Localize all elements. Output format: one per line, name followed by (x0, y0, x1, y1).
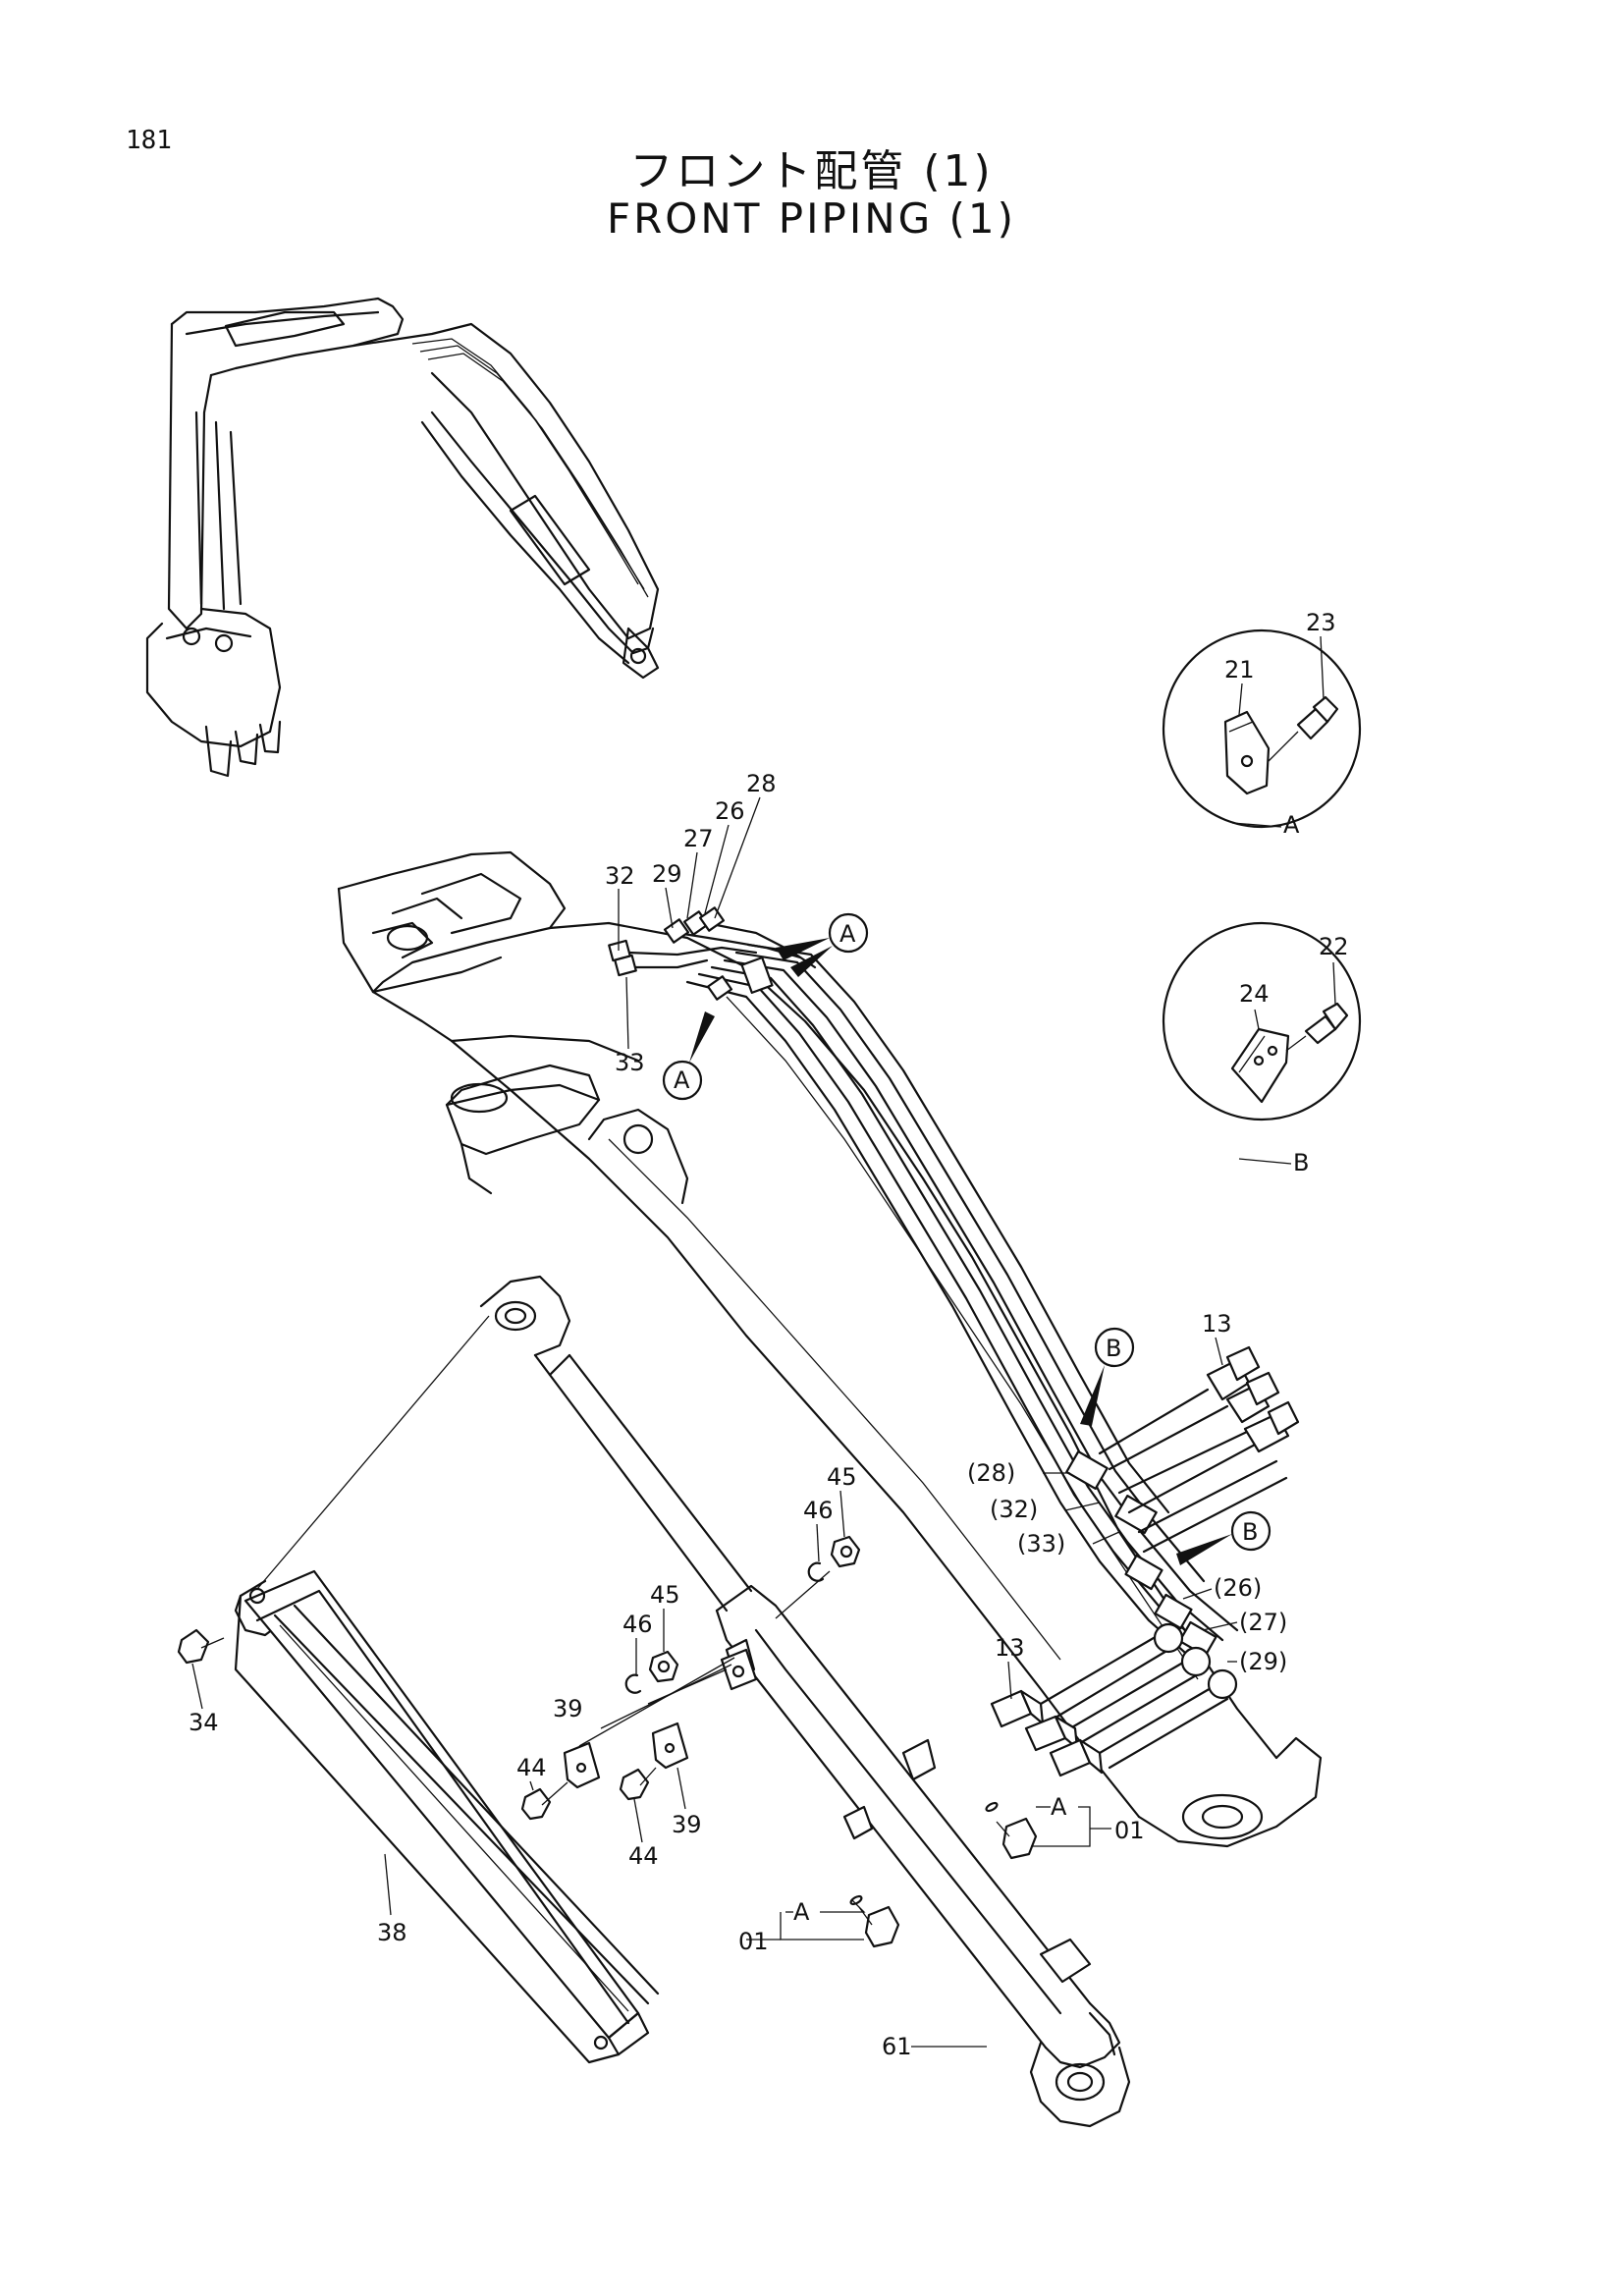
ref-label-26: (26) (1214, 1574, 1262, 1602)
part-label-45-upper: 45 (827, 1463, 857, 1491)
part-label-38: 38 (377, 1919, 407, 1946)
part-label-44-left: 44 (516, 1754, 547, 1781)
detail-view-A: 21 23 A (1162, 609, 1362, 839)
bolt-part-34 (177, 1628, 210, 1665)
clamp-part-39-left (563, 1741, 601, 1789)
part-label-26: 26 (715, 797, 745, 825)
part-label-23: 23 (1306, 609, 1336, 636)
ref-label-28: (28) (967, 1459, 1015, 1487)
part-label-34: 34 (189, 1709, 219, 1736)
fitting-ref-a-lower: A (793, 1898, 810, 1926)
detail-view-circle-a (1162, 629, 1362, 829)
page-title-english: FRONT PIPING (1) (606, 194, 1017, 243)
main-boom (337, 850, 1323, 1848)
part-label-39-right: 39 (672, 1811, 702, 1838)
guard-38 (177, 1315, 660, 2064)
hoses-13-upper (1098, 1345, 1300, 1554)
view-markers: A A B B (662, 912, 1271, 1565)
view-marker-b-lower: B (1242, 1518, 1258, 1546)
clamp-part-21 (1223, 710, 1271, 795)
overview-excavator-front (145, 297, 660, 778)
part-label-21: 21 (1224, 656, 1255, 683)
view-marker-b-upper: B (1106, 1335, 1121, 1362)
page-title-japanese: フロント配管 (1) (629, 146, 994, 196)
bolt-part-44-right (619, 1768, 650, 1801)
part-label-61: 61 (882, 2033, 912, 2060)
part-label-29: 29 (652, 860, 682, 888)
part-callouts: 32 29 27 26 28 33 13 13 (28) (32) (33) (… (189, 770, 1287, 2060)
part-label-46-upper: 46 (803, 1497, 834, 1524)
part-label-33: 33 (615, 1049, 645, 1076)
nut-part-45-lower (648, 1650, 679, 1683)
part-label-45-lower: 45 (650, 1581, 680, 1609)
part-label-22: 22 (1319, 933, 1349, 960)
page-number: 181 (126, 126, 172, 155)
part-label-01-upper: 01 (1114, 1817, 1145, 1844)
part-label-13-lower: 13 (995, 1634, 1025, 1662)
part-label-39-left: 39 (553, 1695, 583, 1722)
clamp-part-39-right (651, 1722, 689, 1770)
ref-label-29: (29) (1239, 1648, 1287, 1675)
part-label-44-right: 44 (628, 1842, 659, 1870)
detail-view-label-a: A (1283, 811, 1300, 839)
fitting-ref-a-upper: A (1051, 1793, 1067, 1821)
detail-view-label-b: B (1293, 1149, 1309, 1176)
bolt-part-44-left (520, 1787, 552, 1821)
part-label-01-lower: 01 (738, 1928, 769, 1955)
clamp-part-24 (1230, 1027, 1290, 1104)
hydraulic-pipes (608, 906, 1239, 1662)
part-label-27: 27 (683, 825, 714, 852)
ref-label-27: (27) (1239, 1609, 1287, 1636)
part-label-13-upper: 13 (1202, 1310, 1232, 1338)
mounting-hardware (520, 1535, 861, 1821)
washer-part-46-lower (624, 1673, 642, 1694)
nut-part-45-upper (830, 1535, 861, 1568)
detail-view-B: 24 22 B (1162, 921, 1362, 1176)
hoses-13-lower (990, 1622, 1238, 1777)
ref-label-32: (32) (990, 1496, 1038, 1523)
part-label-46-lower: 46 (622, 1611, 653, 1638)
part-label-24: 24 (1239, 980, 1270, 1008)
part-label-32: 32 (605, 862, 635, 890)
view-marker-a-lower: A (674, 1066, 690, 1094)
view-marker-a-upper: A (839, 920, 856, 948)
ref-label-33: (33) (1017, 1530, 1065, 1558)
fitting-01 (746, 1801, 1111, 1948)
washer-part-46-upper (807, 1561, 825, 1582)
detail-view-circle-b (1162, 921, 1362, 1121)
part-label-28: 28 (746, 770, 777, 797)
